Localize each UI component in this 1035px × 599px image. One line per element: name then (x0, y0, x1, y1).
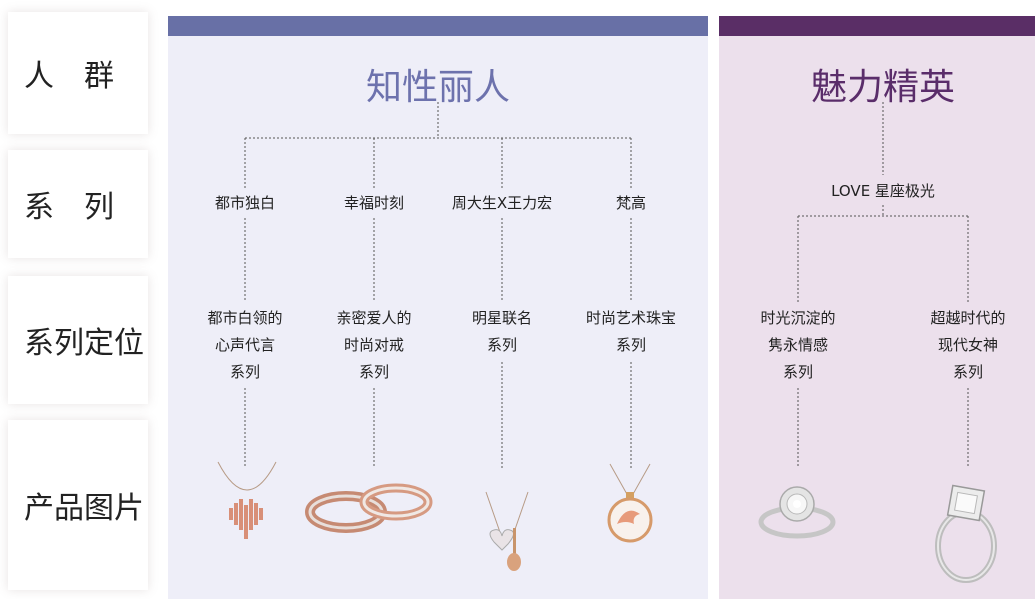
row-label-series-text: 系 列 (24, 190, 114, 225)
princess-diamond-ring-image (935, 484, 997, 583)
row-label-positioning-text: 系列定位 (24, 326, 144, 361)
row-label-product-images: 产品图片 (8, 420, 148, 590)
row-label-product-images-text: 产品图片 (24, 491, 144, 526)
group-panel-header-bar (168, 16, 708, 36)
series-name: 梵高 (615, 194, 646, 212)
series-positioning: 时光沉淀的 隽永情感 系列 (733, 305, 863, 386)
round-pendant-image (607, 463, 653, 543)
group-panel-header-bar (719, 16, 1035, 36)
row-label-series: 系 列 (8, 150, 148, 258)
series-name: 幸福时刻 (343, 194, 404, 212)
positioning-line: 心声代言 (214, 336, 275, 354)
series-positioning: 超越时代的 现代女神 系列 (903, 305, 1033, 386)
positioning-line: 超越时代的 (930, 309, 1006, 327)
row-label-audience-text: 人 群 (24, 59, 114, 94)
positioning-line: 时尚艺术珠宝 (585, 309, 676, 327)
series-positioning: 时尚艺术珠宝 系列 (566, 305, 696, 359)
positioning-line: 系列 (229, 363, 260, 381)
positioning-line: 系列 (782, 363, 813, 381)
positioning-line: 系列 (486, 336, 517, 354)
series-positioning: 亲密爱人的 时尚对戒 系列 (309, 305, 439, 386)
halo-diamond-ring-image (758, 486, 836, 539)
positioning-line: 亲密爱人的 (336, 309, 412, 327)
row-label-positioning: 系列定位 (8, 276, 148, 404)
group-title: 魅力精英 (810, 67, 955, 108)
series-name: LOVE 星座极光 (831, 182, 935, 200)
positioning-line: 系列 (952, 363, 983, 381)
series-positioning: 都市白领的 心声代言 系列 (180, 305, 310, 386)
positioning-line: 系列 (615, 336, 646, 354)
row-label-audience: 人 群 (8, 12, 148, 134)
positioning-line: 都市白领的 (207, 309, 283, 327)
heart-necklace-image (217, 461, 277, 539)
series-name: 周大生X王力宏 (451, 194, 553, 212)
series-positioning: 明星联名 系列 (437, 305, 567, 359)
group-title: 知性丽人 (365, 67, 510, 108)
positioning-line: 系列 (358, 363, 389, 381)
positioning-line: 时尚对戒 (343, 336, 404, 354)
positioning-line: 明星联名 (471, 309, 532, 327)
positioning-line: 时光沉淀的 (760, 309, 836, 327)
couple-rings-image (305, 483, 433, 533)
positioning-line: 现代女神 (937, 336, 998, 354)
guitar-pendant-image (485, 491, 529, 571)
positioning-line: 隽永情感 (767, 336, 828, 354)
series-name: 都市独白 (214, 194, 275, 212)
